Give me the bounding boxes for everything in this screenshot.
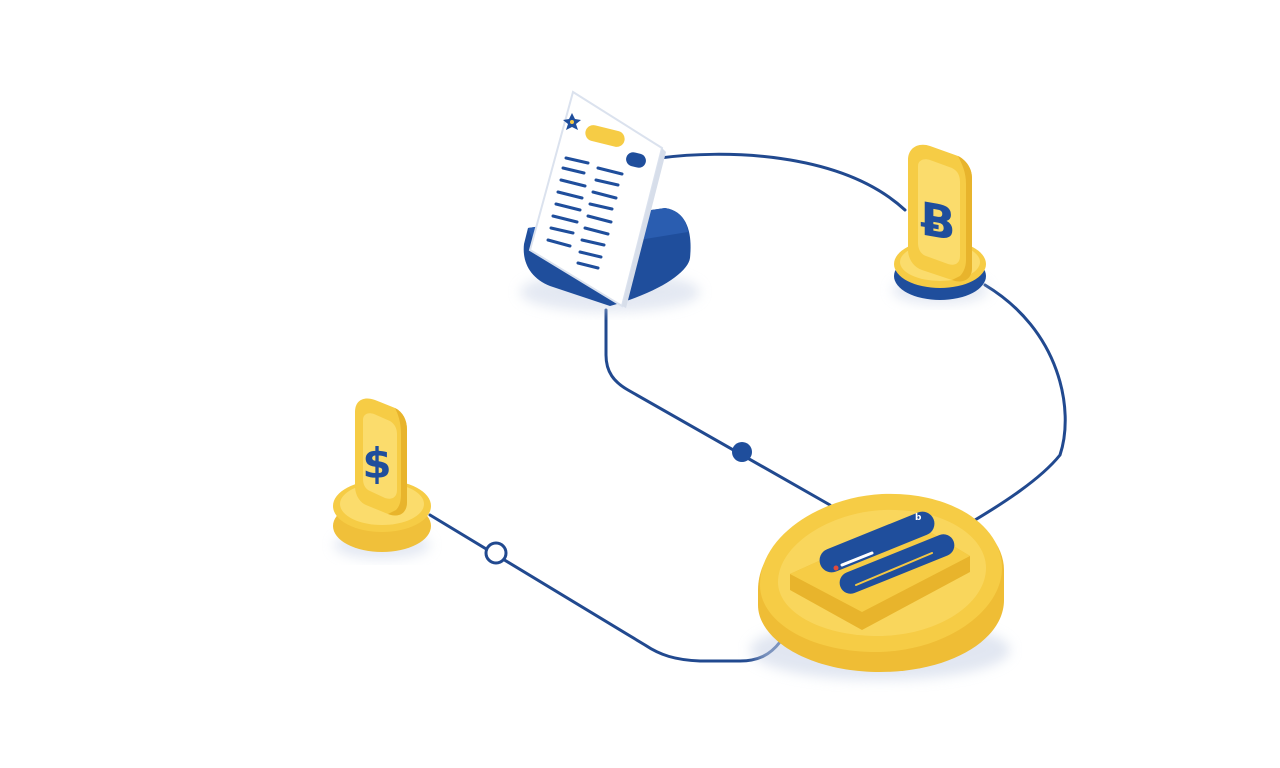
document-tag — [626, 152, 646, 168]
connector-node-filled — [732, 442, 752, 462]
document-text-lines — [546, 156, 624, 270]
bitcoin-symbol: Ƀ — [920, 192, 955, 252]
connector-bitcoin-to-terminal — [973, 283, 1067, 522]
card-slot-upper — [819, 511, 935, 573]
connector-document-to-bitcoin — [658, 152, 907, 212]
bitcoin-token: Ƀ — [892, 144, 988, 304]
document-card — [520, 90, 700, 312]
status-led — [833, 565, 839, 571]
card-terminal: b — [750, 493, 1010, 680]
dollar-token: $ — [333, 398, 431, 559]
terminal-mini-symbol: b — [915, 513, 922, 523]
connector-dollar-to-terminal — [428, 513, 782, 663]
connector-document-to-terminal — [604, 308, 832, 507]
document-highlight — [585, 125, 625, 147]
connector-node-hollow — [484, 541, 508, 565]
dollar-symbol: $ — [362, 439, 391, 488]
